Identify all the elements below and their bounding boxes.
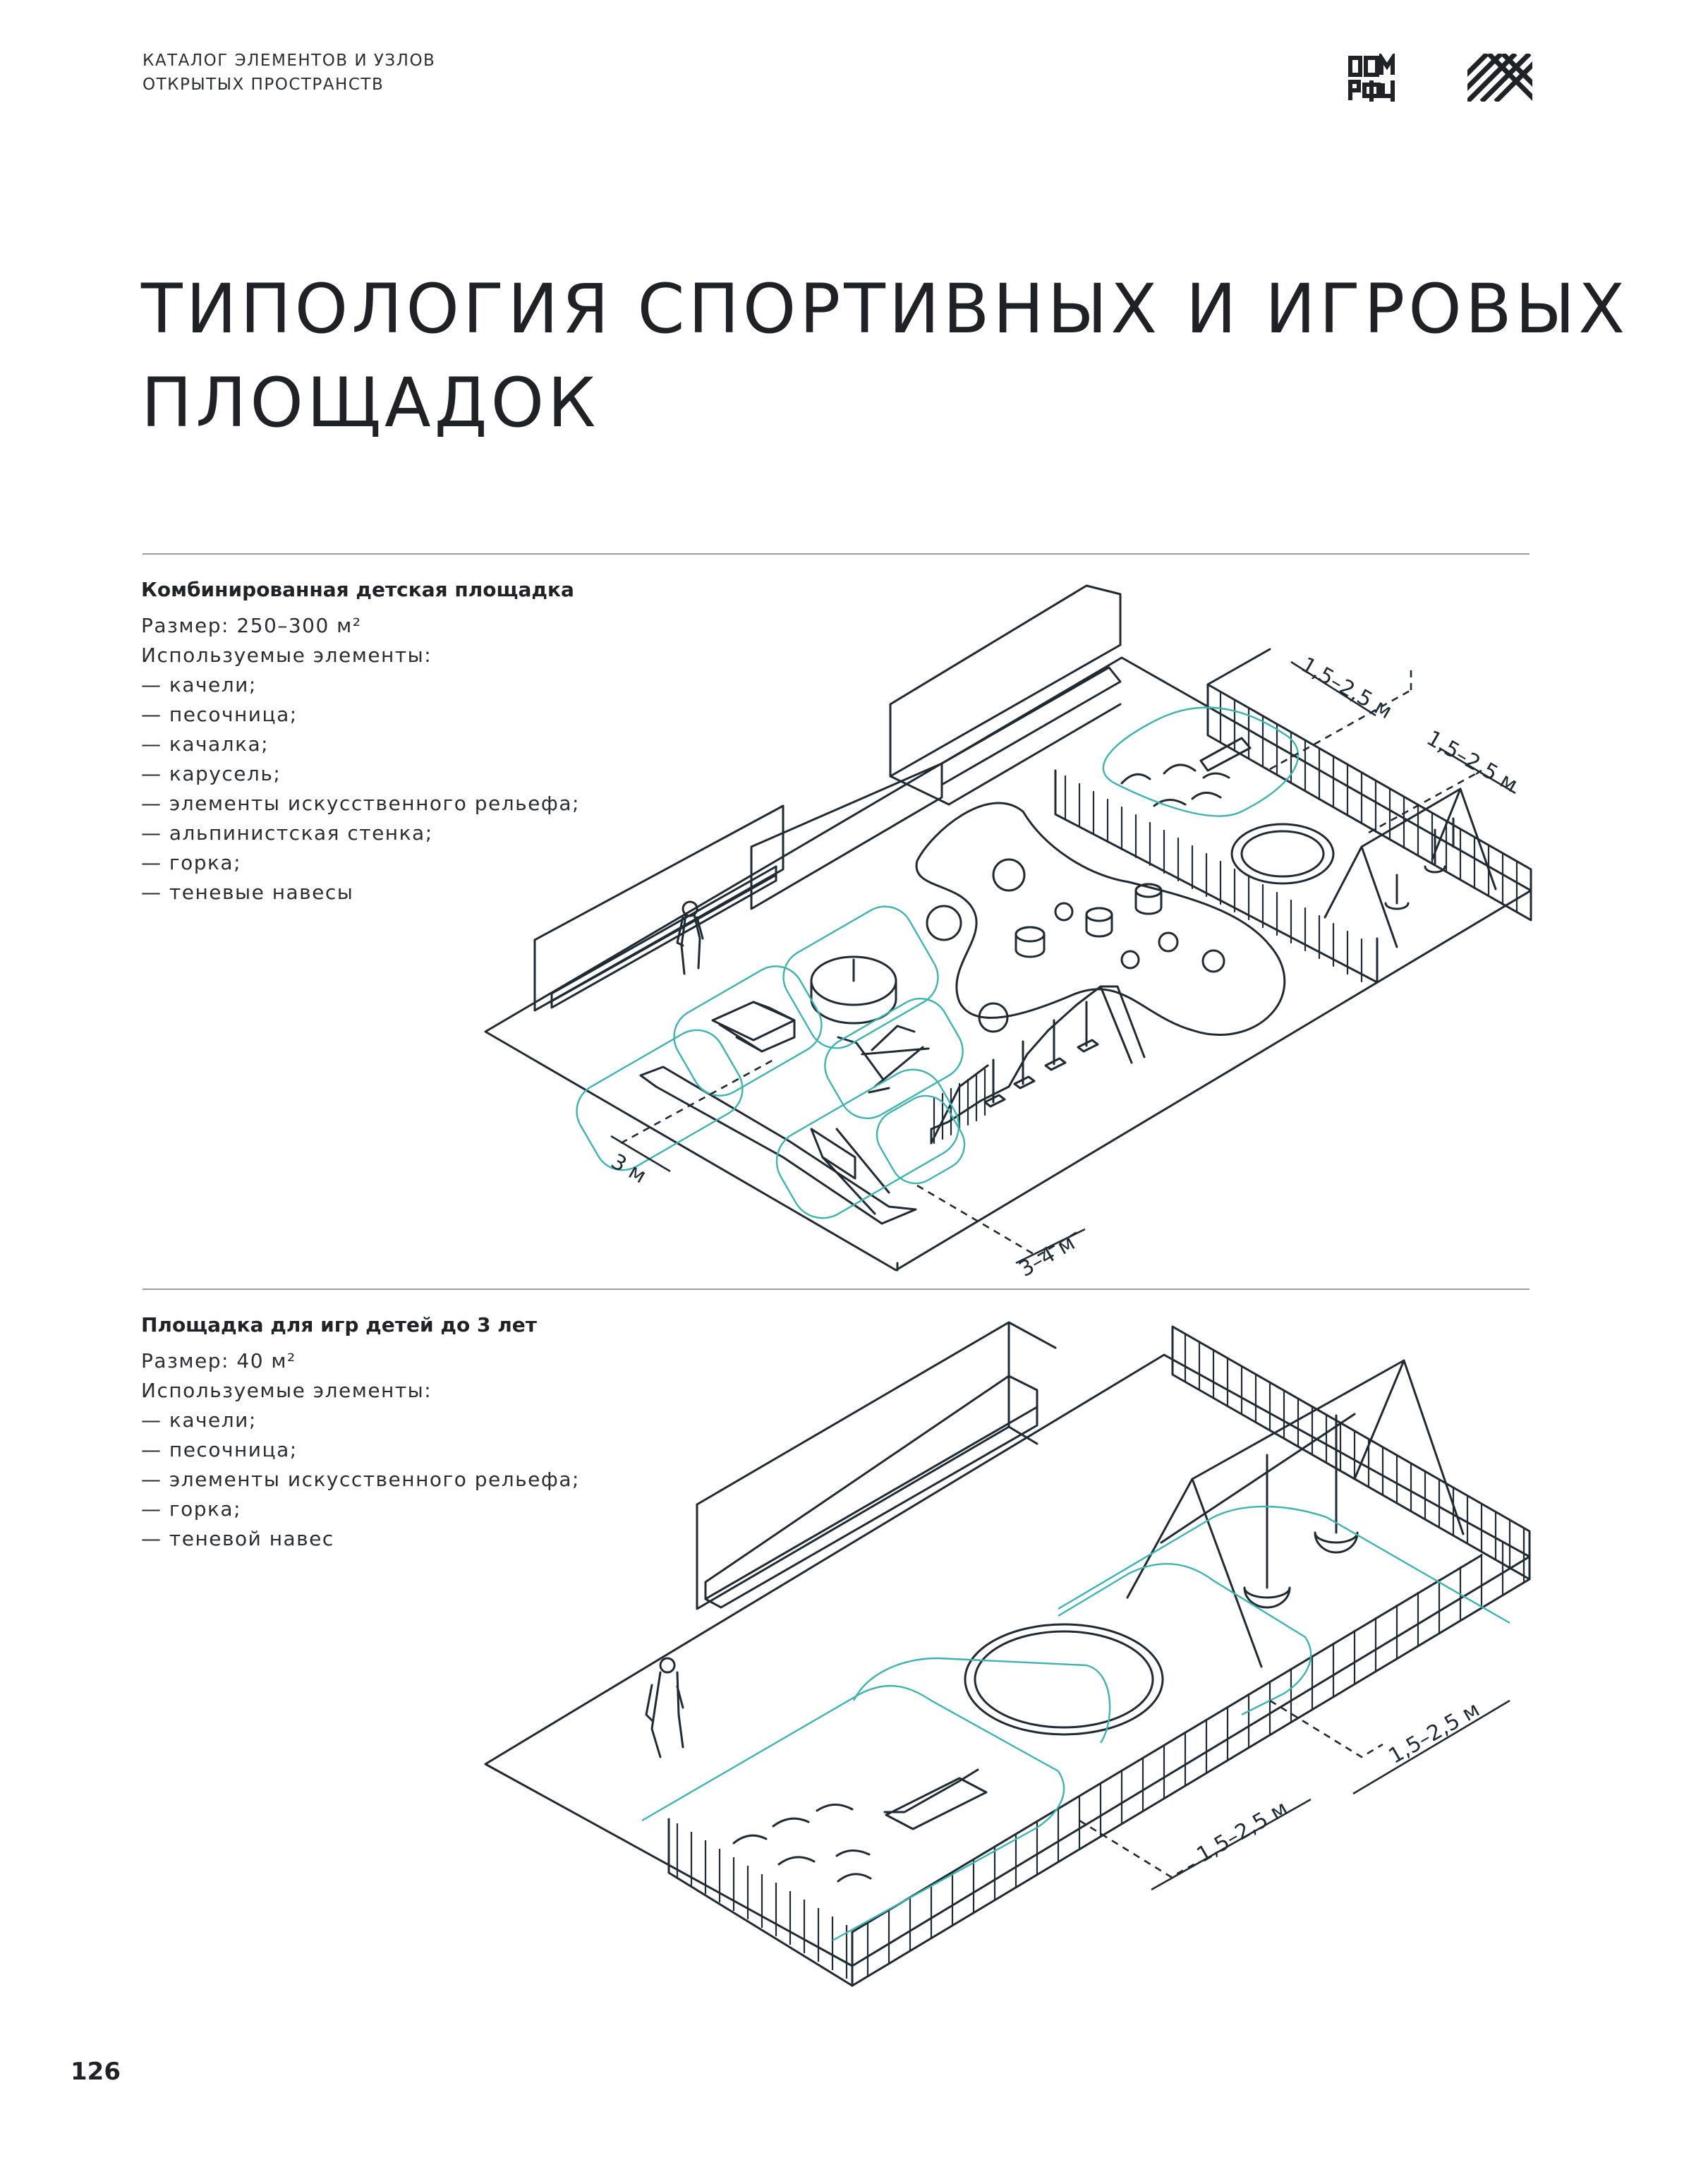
section-1-item: — качели; <box>141 673 257 696</box>
section-2-item: — теневой навес <box>141 1527 334 1550</box>
fence-upper-right <box>1054 648 1532 984</box>
section-1-heading: Комбинированная детская площадка <box>141 578 574 601</box>
section-1-item: — элементы искусственного рельефа; <box>141 792 580 815</box>
relief-blob <box>915 802 1286 1036</box>
page-title-line-1: ТИПОЛОГИЯ СПОРТИВНЫХ И ИГРОВЫХ <box>141 270 1629 349</box>
section-divider-1 <box>143 553 1530 555</box>
page-title-line-2: ПЛОЩАДОК <box>141 363 600 442</box>
section-1-item: — теневые навесы <box>141 881 354 904</box>
section-1-elements-label: Используемые элементы: <box>141 644 432 667</box>
section-2-size: Размер: 40 м² <box>141 1349 296 1372</box>
section-2-item: — элементы искусственного рельефа; <box>141 1468 580 1491</box>
bench-block-2 <box>750 762 943 910</box>
page-number: 126 <box>71 2058 121 2086</box>
section-1-text: Комбинированная детская площадка Размер:… <box>141 576 580 907</box>
combined-playground-isometric-drawing: 1,5–2,5 м 1,5–2,5 м 3 м 3–4 м <box>484 584 1532 1282</box>
section-1-size: Размер: 250–300 м² <box>141 614 362 637</box>
section-2-text: Площадка для игр детей до 3 лет Размер: … <box>141 1311 580 1554</box>
section-1-item: — качалка; <box>141 732 269 756</box>
catalog-title-line-2: ОТКРЫТЫХ ПРОСТРАНСТВ <box>143 76 384 94</box>
section-2-heading: Площадка для игр детей до 3 лет <box>141 1313 537 1336</box>
dimension-label-6: 1,5–2,5 м <box>1385 1697 1484 1769</box>
section-2-item: — горка; <box>141 1497 242 1521</box>
section-1-item: — карусель; <box>141 762 281 785</box>
section-1-item: — альпинистская стенка; <box>141 821 433 845</box>
diagonal-pattern-logo <box>1467 54 1532 102</box>
toddler-playground-isometric-drawing: 1,5–2,5 м 1,5–2,5 м <box>484 1321 1531 1987</box>
dimension-label-4: 3–4 м <box>1015 1231 1079 1282</box>
dimension-label-2: 1,5–2,5 м <box>1422 726 1522 798</box>
section-2-elements-label: Используемые элементы: <box>141 1379 432 1402</box>
catalog-title-line-1: КАТАЛОГ ЭЛЕМЕНТОВ И УЗЛОВ <box>143 52 436 70</box>
section-2-item: — песочница; <box>141 1438 298 1461</box>
dom-rf-logo <box>1348 54 1395 102</box>
section-divider-2 <box>143 1288 1530 1290</box>
section-2-item: — качели; <box>141 1408 257 1432</box>
dimension-label-5: 1,5–2,5 м <box>1193 1796 1292 1868</box>
section-1-item: — песочница; <box>141 703 298 726</box>
section-1-item: — горка; <box>141 851 242 874</box>
dimension-label-1: 1,5–2,5 м <box>1297 653 1396 725</box>
building-block <box>889 584 1122 778</box>
